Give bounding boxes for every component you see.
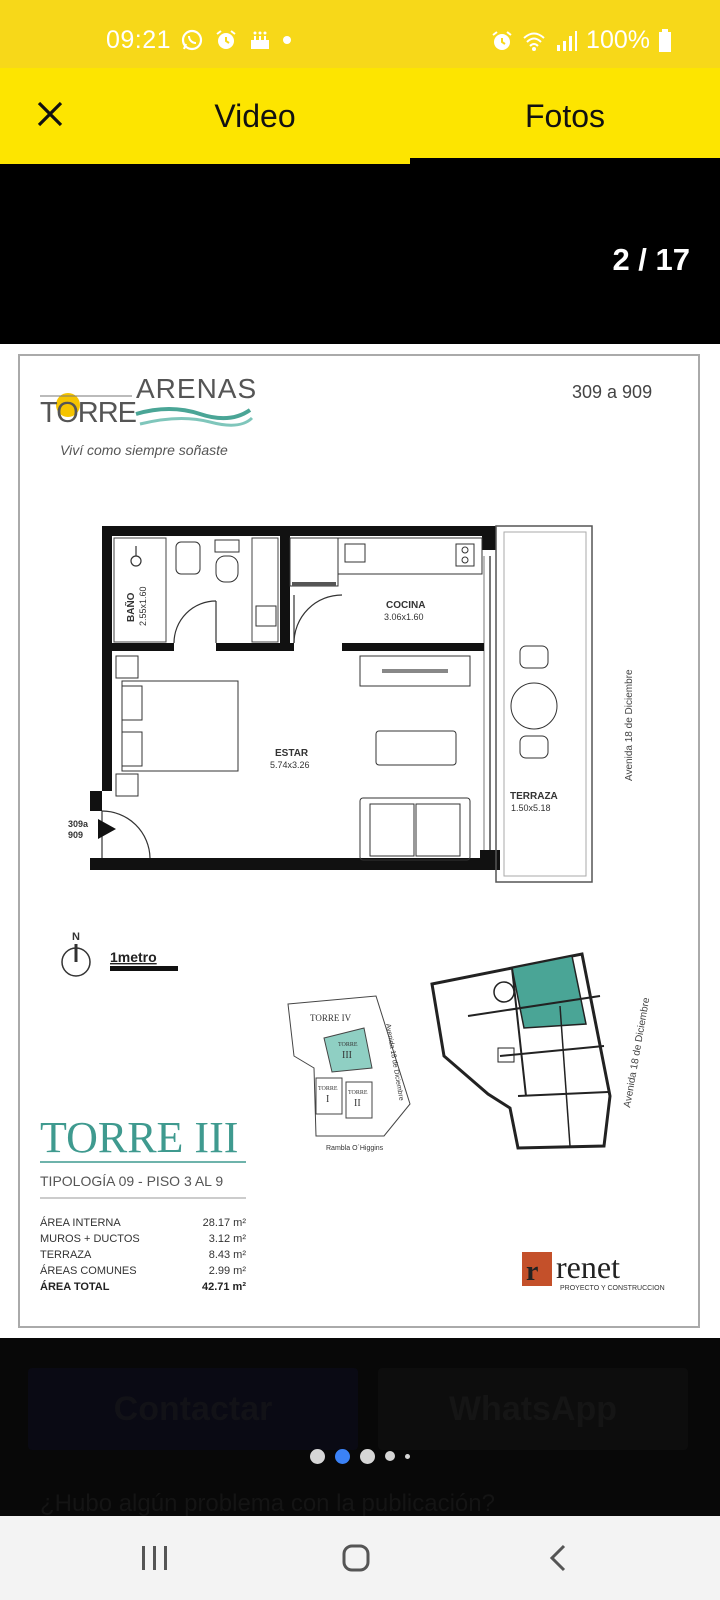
tab-video[interactable]: Video [214, 97, 296, 134]
area-label-muros: MUROS + DUCTOS [40, 1233, 140, 1245]
pagination-dot[interactable] [385, 1451, 395, 1461]
photo-viewer-header: 2 / 17 [0, 164, 720, 344]
cake-icon [251, 31, 269, 49]
site-torre-ii-num: II [354, 1098, 361, 1109]
status-time: 09:21 [106, 26, 172, 54]
entry-unit-bottom: 909 [68, 830, 83, 840]
back-icon [549, 1544, 566, 1572]
builder-subtitle: PROYECTO Y CONSTRUCCION [560, 1285, 665, 1292]
photo-pagination-dots [0, 1444, 720, 1468]
unit-range: 309 a 909 [572, 382, 652, 402]
site-rambla: Rambla O´Higgins [326, 1145, 384, 1152]
room-bano-dims: 2.55x1.60 [138, 586, 148, 626]
floor-plan-frame: TORRE ARENAS Viví como siempre soñaste 3… [18, 354, 700, 1328]
pagination-dot[interactable] [360, 1448, 375, 1464]
room-terraza-label: TERRAZA [510, 791, 558, 802]
scale-label: 1metro [110, 949, 157, 965]
site-torre-iv: TORRE IV [310, 1013, 352, 1023]
site-torre-iii: TORRE [338, 1042, 358, 1048]
area-label-terraza: TERRAZA [40, 1249, 92, 1261]
area-value-interna: 28.17 m² [203, 1217, 247, 1229]
dot-icon [283, 36, 291, 44]
site-avenue: Avenida 18 de Diciembre [384, 1023, 404, 1101]
media-tabs-bar: Video Fotos [0, 68, 720, 164]
wifi-icon [523, 32, 545, 51]
active-tab-indicator [410, 158, 720, 164]
svg-text:r: r [526, 1256, 538, 1287]
room-cocina-label: COCINA [386, 600, 425, 611]
room-terraza-dims: 1.50x5.18 [511, 803, 551, 813]
floor-key-plan: Avenida 18 de Diciembre [430, 952, 652, 1150]
apartment-plan: BAÑO 2.55x1.60 COCINA 3.06x1.60 ESTAR 5.… [68, 525, 635, 883]
street-label-plan: Avenida 18 de Diciembre [624, 669, 635, 781]
area-label-total: ÁREA TOTAL [40, 1280, 110, 1293]
room-cocina-dims: 3.06x1.60 [384, 612, 424, 622]
renet-logo: r renet PROYECTO Y CONSTRUCCION [522, 1249, 665, 1292]
photo-floor-plan[interactable]: TORRE ARENAS Viví como siempre soñaste 3… [0, 344, 720, 1338]
whatsapp-icon [181, 29, 203, 51]
signal-icon [557, 30, 578, 51]
builder-name: renet [556, 1249, 620, 1285]
photo-counter: 2 / 17 [612, 242, 690, 277]
report-problem-link[interactable]: ¿Hubo algún problema con la publicación? [40, 1490, 495, 1516]
scale-bar: 1metro [110, 949, 178, 971]
status-bar: 09:21 100% [0, 0, 720, 68]
north-letter: N [72, 931, 80, 943]
pagination-dot[interactable] [405, 1453, 410, 1459]
recents-icon [142, 1546, 167, 1570]
home-button[interactable] [316, 1532, 396, 1584]
site-torre-i-num: I [326, 1094, 329, 1105]
battery-percent: 100% [586, 26, 650, 54]
whatsapp-button[interactable]: WhatsApp [378, 1368, 688, 1450]
contact-button[interactable]: Contactar [28, 1368, 358, 1450]
room-estar-dims: 5.74x3.26 [270, 760, 310, 770]
site-torre-ii: TORRE [348, 1090, 368, 1096]
area-value-muros: 3.12 m² [209, 1233, 247, 1245]
logo-arenas-text: ARENAS [136, 373, 257, 404]
status-left-icons [180, 28, 292, 52]
pagination-dot-active[interactable] [335, 1448, 350, 1464]
tipologia: TIPOLOGÍA 09 - PISO 3 AL 9 [40, 1173, 223, 1189]
torre-arenas-logo: TORRE ARENAS Viví como siempre soñaste [40, 373, 257, 458]
dimmed-listing-actions: Contactar WhatsApp ¿Hubo algún problema … [0, 1338, 720, 1516]
room-bano-label: BAÑO [124, 592, 137, 622]
close-icon [37, 101, 63, 127]
logo-torre-text: TORRE [40, 397, 137, 429]
close-button[interactable] [28, 92, 72, 136]
area-label-interna: ÁREA INTERNA [40, 1216, 121, 1229]
area-value-terraza: 8.43 m² [209, 1249, 247, 1261]
north-indicator: N [61, 931, 91, 977]
area-value-comunes: 2.99 m² [209, 1265, 247, 1277]
battery-icon [659, 28, 671, 52]
tab-fotos[interactable]: Fotos [524, 97, 606, 134]
area-value-total: 42.71 m² [202, 1281, 246, 1293]
system-navigation-bar [0, 1516, 720, 1600]
alarm-icon [216, 30, 236, 49]
entry-unit-top: 309a [68, 819, 89, 829]
area-table: ÁREA INTERNA 28.17 m² MUROS + DUCTOS 3.1… [40, 1216, 246, 1293]
pagination-dot[interactable] [310, 1448, 325, 1464]
home-icon [342, 1544, 370, 1572]
floor-plan-drawing: TORRE ARENAS Viví como siempre soñaste 3… [40, 373, 665, 1293]
back-button[interactable] [518, 1532, 598, 1584]
site-torre-iii-num: III [342, 1050, 352, 1061]
key-plan-street: Avenida 18 de Diciembre [622, 996, 652, 1108]
recents-button[interactable] [115, 1532, 195, 1584]
site-plan: TORRE IV TORRE III TORRE I TORRE II Aven… [287, 995, 411, 1152]
site-torre-i: TORRE [318, 1086, 338, 1092]
room-estar-label: ESTAR [275, 748, 309, 759]
slogan: Viví como siempre soñaste [60, 442, 228, 458]
status-right-icons: 100% [490, 26, 672, 55]
area-label-comunes: ÁREAS COMUNES [40, 1264, 137, 1277]
alarm-icon [492, 30, 512, 50]
tower-title: TORRE III [40, 1113, 238, 1162]
